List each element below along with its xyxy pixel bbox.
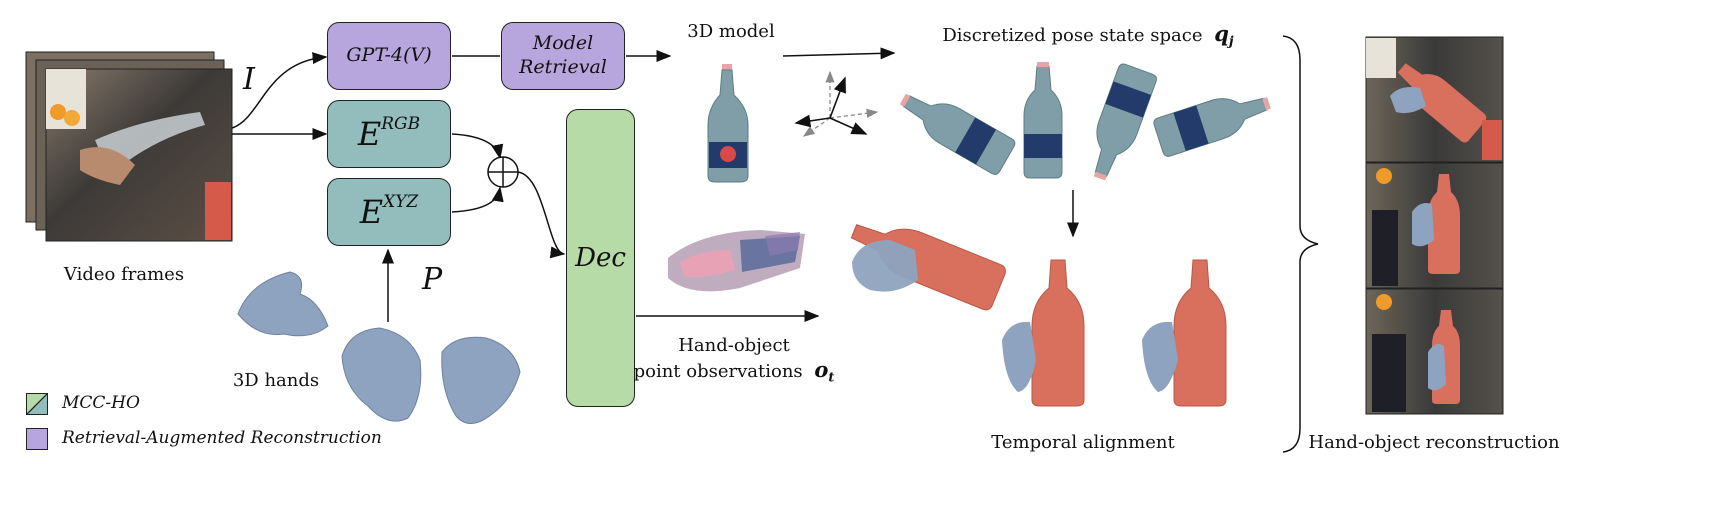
hand-object-result-icon [850, 224, 1006, 311]
bottle-model-icon [707, 64, 749, 183]
pose-space-label: Discretized pose state space qj [942, 21, 1234, 50]
decoder-label: Dec [575, 243, 626, 273]
legend-label-retrieval: Retrieval-Augmented Reconstruction [62, 428, 382, 448]
hand-points-symbol: P [422, 262, 443, 297]
model-label: 3D model [687, 21, 775, 42]
video-frames-image [25, 51, 233, 242]
video-frames-label: Video frames [63, 264, 185, 285]
xyz-encoder-block: EXYZ [327, 178, 451, 246]
image-symbol: I [243, 62, 255, 97]
model-retrieval-label-2: Retrieval [519, 56, 607, 78]
hand-meshes-icon [237, 271, 521, 424]
observations-label: Hand-object point observations ot [633, 335, 835, 386]
pose-state-bottles [899, 62, 1271, 181]
decoder-block: Dec [566, 109, 635, 407]
coordinate-axes-icon [794, 70, 879, 137]
reconstruction-frames-image [1365, 36, 1504, 415]
point-cloud-icon [668, 230, 805, 292]
rgb-encoder-label: ERGB [357, 114, 421, 153]
gpt-block: GPT-4(V) [327, 22, 451, 90]
temporal-alignment-label: Temporal alignment [991, 432, 1175, 453]
legend-swatch-mcc-ho [26, 393, 48, 415]
model-retrieval-label-1: Model [532, 32, 594, 55]
xyz-encoder-label: EXYZ [359, 192, 419, 231]
grouping-brace [1282, 35, 1319, 453]
fusion-plus-icon [487, 156, 519, 188]
legend-label-mcc-ho: MCC-HO [62, 393, 140, 413]
model-retrieval-block: Model Retrieval [501, 22, 625, 90]
reconstruction-label: Hand-object reconstruction [1308, 432, 1560, 453]
gpt-block-label: GPT-4(V) [346, 44, 432, 67]
rgb-encoder-block: ERGB [327, 100, 451, 168]
legend-swatch-retrieval [26, 428, 48, 450]
temporal-alignment-bottles [1002, 259, 1227, 407]
hands-label: 3D hands [232, 370, 320, 391]
